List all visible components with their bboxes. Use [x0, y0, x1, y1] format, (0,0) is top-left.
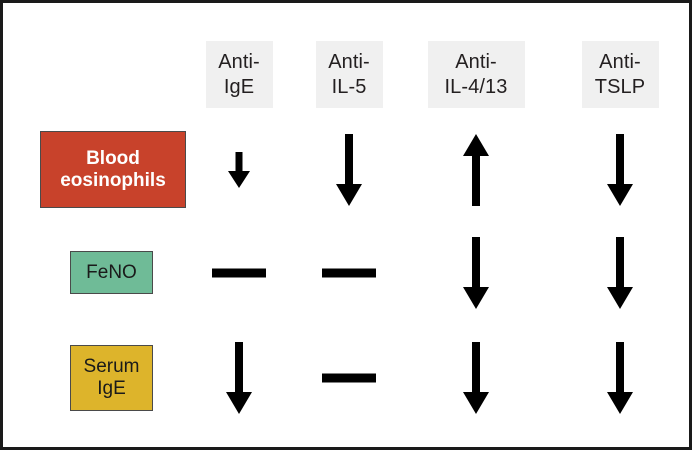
cell-feno-anti-tslp-arrow-down-icon: decrease — [607, 237, 633, 309]
row-label-blood-eosinophils: Blood eosinophils — [40, 131, 186, 208]
cell-serum-ige-anti-il5-dash-icon: no change — [322, 373, 376, 383]
cell-feno-anti-il5-dash-icon: no change — [322, 268, 376, 278]
cell-feno-anti-ige-dash-icon: no change — [212, 268, 266, 278]
cell-serum-ige-anti-ige-arrow-down-icon: decrease — [226, 342, 252, 414]
column-header-anti-ige: Anti- IgE — [205, 41, 273, 108]
cell-serum-ige-anti-tslp-arrow-down-icon: decrease — [607, 342, 633, 414]
row-label-feno: FeNO — [70, 251, 153, 294]
column-header-anti-tslp: Anti- TSLP — [581, 41, 659, 108]
cell-feno-anti-il4-13-arrow-down-icon: decrease — [463, 237, 489, 309]
cell-serum-ige-anti-il4-13-arrow-down-icon: decrease — [463, 342, 489, 414]
cell-blood-eosinophils-anti-il4-13-arrow-up-icon: increase — [463, 134, 489, 206]
cell-blood-eosinophils-anti-tslp-arrow-down-icon: decrease — [607, 134, 633, 206]
row-label-serum-ige: Serum IgE — [70, 345, 153, 411]
column-header-anti-il4-13: Anti- IL-4/13 — [427, 41, 525, 108]
cell-blood-eosinophils-anti-il5-arrow-down-icon: marked decrease — [336, 134, 362, 206]
cell-blood-eosinophils-anti-ige-arrow-down-icon: decrease — [228, 152, 250, 188]
column-header-anti-il5: Anti- IL-5 — [315, 41, 383, 108]
